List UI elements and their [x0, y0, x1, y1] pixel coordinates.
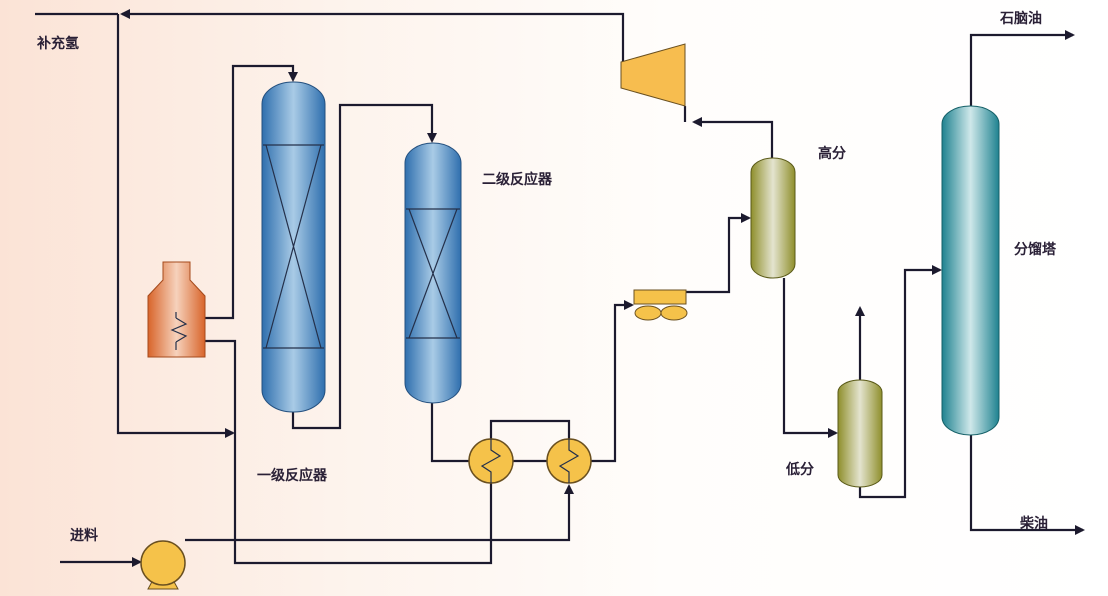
to-high-separator-line: [686, 213, 751, 294]
high-separator-gas-line: [692, 117, 774, 158]
label-fractionator: 分馏塔: [1014, 241, 1057, 258]
heat-exchanger-1: [468, 438, 514, 484]
compressor: [620, 43, 686, 107]
high-pressure-separator: [750, 157, 796, 279]
feed-to-heater-line: [205, 339, 493, 565]
to-fractionator-line: [858, 265, 942, 499]
heater-furnace: [147, 261, 206, 358]
diesel-outlet-line: [969, 435, 1085, 535]
exchanger-bridge-line: [489, 419, 571, 439]
air-cooler: [633, 289, 688, 321]
label-naphtha: 石脑油: [999, 10, 1042, 27]
heater-to-reactor1-line: [205, 64, 298, 320]
feed-pump: [140, 540, 186, 590]
reactor2-effluent-line: [430, 403, 469, 463]
reactor-2: [404, 142, 462, 404]
to-low-separator-line: [782, 278, 838, 438]
low-pressure-separator: [837, 379, 883, 488]
recycle-hydrogen-line: [120, 9, 625, 62]
pipes: [35, 9, 1085, 567]
label-high-separator: 高分: [818, 145, 846, 162]
pump-discharge-line: [185, 484, 574, 542]
hydrogen-to-feed-line: [116, 14, 235, 438]
naphtha-outlet-line: [969, 30, 1075, 106]
to-air-cooler-line: [591, 300, 634, 463]
label-feed: 进料: [70, 527, 98, 544]
fractionator-column: [941, 105, 1000, 436]
reactor-1: [261, 81, 326, 413]
label-makeup-hydrogen: 补充氢: [36, 35, 79, 52]
label-reactor-2: 二级反应器: [482, 171, 553, 188]
label-reactor-1: 一级反应器: [257, 467, 328, 484]
heat-exchanger-2: [546, 438, 592, 484]
label-diesel: 柴油: [1019, 515, 1048, 532]
reactor1-to-reactor2-line: [291, 103, 437, 430]
label-low-separator: 低分: [785, 461, 814, 478]
